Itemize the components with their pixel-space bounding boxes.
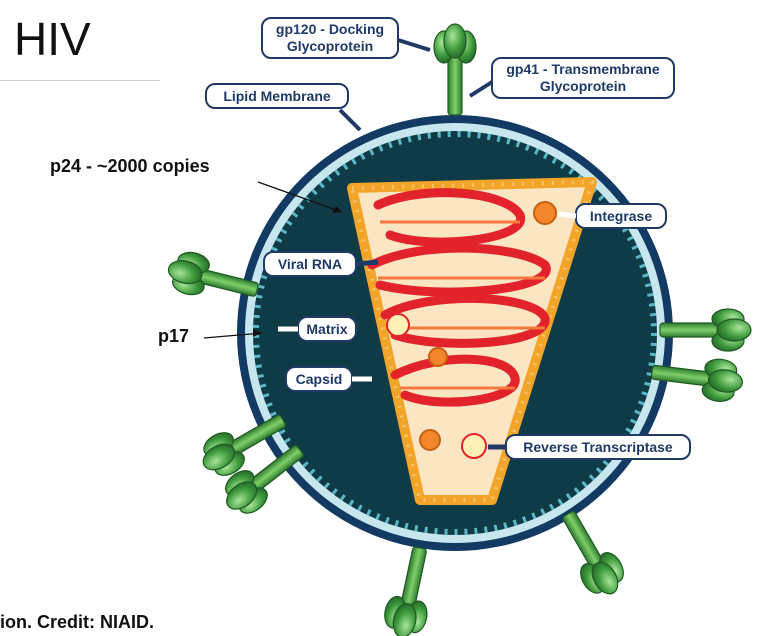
spike-right-upper bbox=[659, 308, 752, 352]
spike-top bbox=[433, 23, 477, 116]
reverse-transcriptase-text: Reverse Transcriptase bbox=[523, 439, 673, 455]
enzyme-2 bbox=[428, 347, 448, 367]
reverse-transcriptase-enzyme bbox=[461, 433, 487, 459]
matrix-text: Matrix bbox=[306, 321, 347, 337]
gp120-text-1: gp120 - Docking bbox=[276, 21, 384, 37]
capsid-beads bbox=[349, 179, 595, 502]
rna-strands bbox=[378, 220, 545, 390]
label-capsid: Capsid bbox=[285, 366, 372, 392]
label-gp120: gp120 - Docking Glycoprotein bbox=[261, 17, 431, 59]
integrase-enzyme bbox=[533, 201, 557, 225]
p24-arrowhead bbox=[332, 206, 342, 213]
p17-arrowhead bbox=[253, 329, 262, 337]
p24-annotation: p24 - ~2000 copies bbox=[50, 156, 210, 176]
label-viral-rna: Viral RNA bbox=[263, 251, 379, 277]
label-integrase: Integrase bbox=[557, 203, 667, 229]
capsid-text: Capsid bbox=[296, 371, 343, 387]
enzyme-3 bbox=[419, 429, 441, 451]
matrix-layer bbox=[253, 131, 657, 535]
lipid-text: Lipid Membrane bbox=[223, 88, 331, 104]
image-credit: ion. Credit: NIAID. bbox=[0, 612, 154, 632]
p17-arrow-line bbox=[203, 332, 263, 339]
label-matrix: Matrix bbox=[278, 316, 357, 342]
gp41-text-1: gp41 - Transmembrane bbox=[506, 61, 659, 77]
title-divider bbox=[0, 80, 160, 81]
label-reverse-transcriptase: Reverse Transcriptase bbox=[488, 434, 691, 460]
p24-arrow-line bbox=[257, 181, 343, 213]
label-gp41: gp41 - Transmembrane Glycoprotein bbox=[468, 57, 675, 99]
viral-rna-text: Viral RNA bbox=[278, 256, 342, 272]
gp41-text-2: Glycoprotein bbox=[540, 78, 626, 94]
integrase-text: Integrase bbox=[590, 208, 652, 224]
enzyme-1 bbox=[386, 313, 410, 337]
viral-rna bbox=[367, 188, 551, 407]
p17-annotation: p17 bbox=[158, 326, 190, 346]
slide-title: HIV bbox=[14, 13, 91, 65]
spike-bottom-left bbox=[379, 543, 442, 636]
gp120-text-2: Glycoprotein bbox=[287, 38, 373, 54]
label-lipid-membrane: Lipid Membrane bbox=[205, 83, 362, 132]
